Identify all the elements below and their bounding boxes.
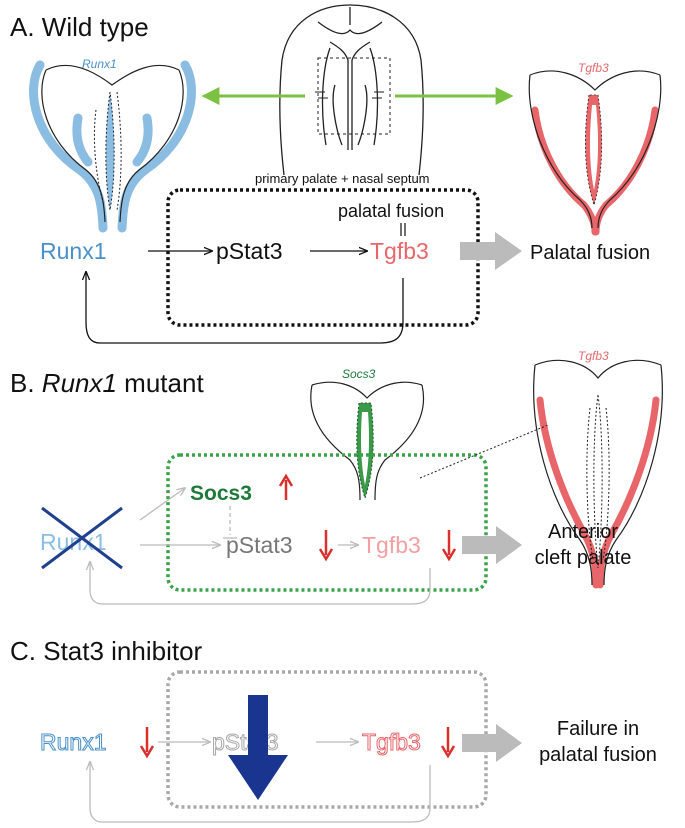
socs3-node: Socs3 (190, 482, 252, 505)
feedback-arrow-a (86, 272, 404, 344)
pstat3-down-arrow-b (318, 548, 334, 562)
tissue-box-b (166, 453, 488, 592)
tgfb3-down-arrow-c (440, 745, 456, 759)
pstat3-node-b: pStat3 (226, 532, 293, 558)
stat3-inhibitor-arrow (228, 695, 288, 800)
runx1-sketch-label: Runx1 (82, 57, 117, 71)
outcome-arrow-a (460, 232, 522, 270)
outcome-b-line2: cleft palate (535, 547, 632, 569)
fusion-stage-label: palatal fusion (338, 201, 444, 221)
runx1-node-b: Runx1 (40, 529, 106, 555)
palate-sketch-runx1 (29, 60, 196, 233)
tgfb3-node-a: Tgfb3 (370, 238, 429, 264)
outcome-arrow-c (462, 724, 522, 762)
box-label: primary palate + nasal septum (255, 171, 430, 186)
tgfb3-down-arrow-b (441, 548, 457, 562)
tgfb3-node-c: Tgfb3 (362, 729, 421, 755)
outcome-a: Palatal fusion (530, 242, 650, 264)
tgfb3-node-b: Tgfb3 (362, 532, 421, 558)
outcome-c-line1: Failure in (557, 718, 639, 740)
head-sketch (279, 4, 424, 176)
runx1-node-a: Runx1 (40, 238, 106, 264)
palate-sketch-socs3 (310, 381, 425, 501)
panel-b-title: B. Runx1 mutant (10, 368, 204, 398)
runx1-down-arrow-c (139, 745, 155, 759)
sketch-connector (419, 424, 549, 479)
outcome-arrow-b (462, 526, 522, 564)
socs3-sketch-label: Socs3 (342, 367, 376, 381)
outcome-c-line2: palatal fusion (539, 744, 657, 766)
palate-sketch-tgfb3 (528, 70, 662, 236)
cross-line-2 (41, 506, 123, 570)
panel-a-title: A. Wild type (10, 12, 149, 42)
palate-sketch-tgfb3-mutant (533, 359, 663, 589)
outcome-b-line1: Anterior (548, 521, 618, 543)
pstat3-node-a: pStat3 (216, 238, 283, 264)
tgfb3-mutant-sketch-label: Tgfb3 (578, 349, 609, 363)
pstat3-node-c: pStat3 (212, 729, 279, 755)
runx1-node-c: Runx1 (40, 729, 106, 755)
feedback-arrow-c (90, 762, 431, 823)
feedback-arrow-b (90, 562, 431, 605)
panel-c-title: C. Stat3 inhibitor (10, 636, 203, 666)
arrow-runx1-socs3 (139, 488, 185, 521)
tgfb3-sketch-label: Tgfb3 (578, 61, 609, 75)
socs3-up-arrow (278, 473, 294, 487)
